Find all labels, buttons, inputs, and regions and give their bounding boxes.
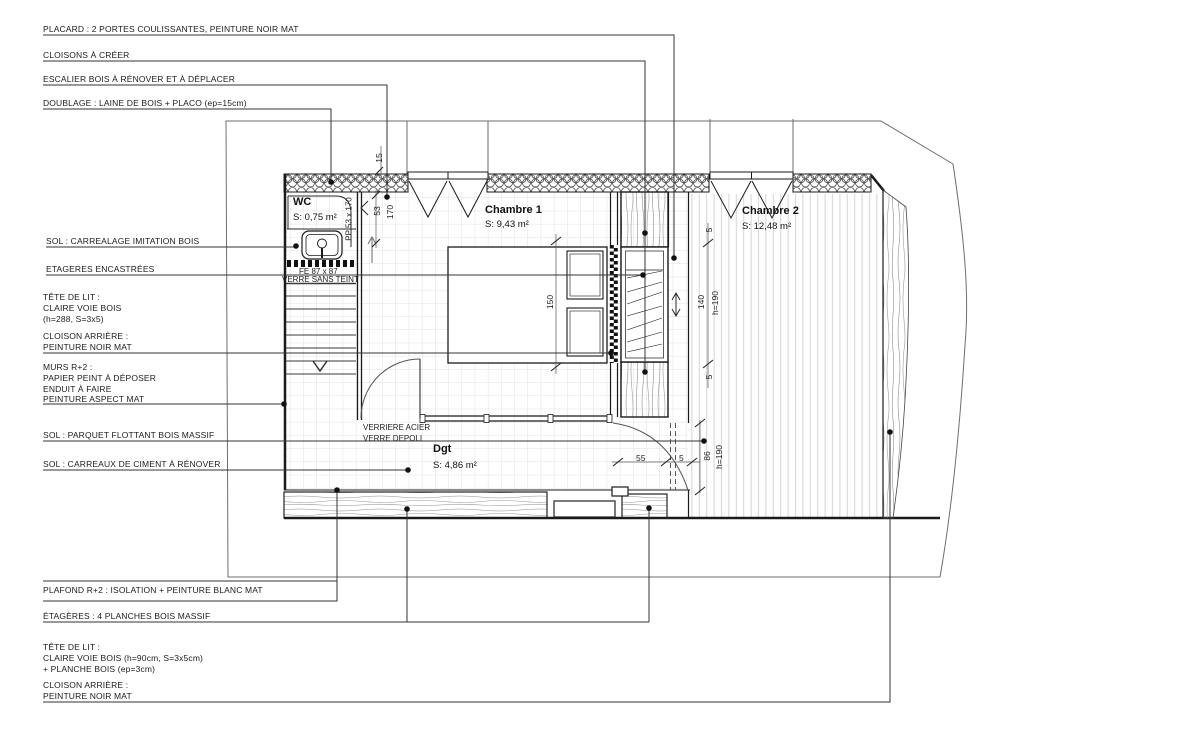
leader-dots [281,179,893,512]
dimension-lines [375,146,709,493]
room-area-dgt: S: 4,86 m² [433,460,477,471]
annotation-plafond: PLAFOND R+2 : ISOLATION + PEINTURE BLANC… [43,585,263,595]
window-1 [407,171,489,219]
room-title-wc: WC [293,196,312,208]
hall-up-arrow-icon [367,235,377,263]
annotation-sol-carrelage: SOL : CARREALAGE IMITATION BOIS [46,236,200,246]
dim-ch2-5a: 5 [704,227,714,233]
room-title-dgt: Dgt [433,443,452,455]
stair-down-arrow-icon [312,360,328,373]
annotation-murs-r2: ENDUIT À FAIRE [43,384,112,394]
annotation-murs-r2: PAPIER PEINT À DÉPOSER [43,373,157,383]
annotation-cloisons: CLOISONS À CRÉER [43,50,130,60]
dim-lit1-150: 150 [545,294,555,310]
annotation-etageres-planches: ÉTAGÈRES : 4 PLANCHES BOIS MASSIF [43,611,211,621]
annotation-escalier: ESCALIER BOIS À RÉNOVER ET À DÉPLACER [43,74,235,84]
stair-treads [286,282,356,375]
dimension-ticks [371,166,714,496]
dim-porte-170: 170 [385,204,395,220]
window-2 [709,171,794,220]
label-verriere-acier: VERRIERE ACIER [363,423,431,432]
dim-doublage-15: 15 [374,153,384,163]
annotation-murs-r2: MURS R+2 : [43,362,93,372]
annotation-cloison-arriere-2: CLOISON ARRIÈRE : [43,680,129,690]
dim-ch2-5b: 5 [704,374,714,380]
annotation-cloison-arriere-2: PEINTURE NOIR MAT [43,691,132,701]
annotation-tete-de-lit-2: + PLANCHE BOIS (ep=3cm) [43,664,156,674]
structural-walls [283,174,940,520]
annotation-cloison-arriere-1: PEINTURE NOIR MAT [43,342,132,352]
annotation-murs-r2: PEINTURE ASPECT MAT [43,394,145,404]
room-area-chambre2: S: 12,48 m² [742,221,792,232]
dim-ch2-140: 140 [696,294,706,310]
door-arc-chambre2 [611,422,689,497]
headboard-strip-chambre1 [609,245,618,363]
annotation-tete-de-lit-1: (h=288, S=3x5) [43,314,104,324]
room-title-chambre1: Chambre 1 [485,204,542,216]
annotation-cloison-arriere-1: CLOISON ARRIÈRE : [43,331,129,341]
annotation-etageres-encastrees: ETAGERES ENCASTRÉES [46,264,155,274]
annotation-doublage: DOUBLAGE : LAINE DE BOIS + PLACO (ep=15c… [43,98,247,108]
door-arc-chambre1 [360,358,421,419]
room-area-wc: S: 0,75 m² [293,212,337,223]
sliding-door-arrow-icon [671,291,681,318]
dim-porte2-55: 55 [636,453,646,463]
insulated-wall-top [283,173,872,193]
wc-room [287,195,356,247]
door-swing-chevron-icon [360,200,369,216]
label-porte-wc: PP 53 x 170 [344,197,354,241]
dim-porte-53: 53 [372,206,382,216]
annotation-sol-parquet: SOL : PARQUET FLOTTANT BOIS MASSIF [43,430,215,440]
dim-ch2-h190: h=190 [710,291,720,315]
room-title-chambre2: Chambre 2 [742,205,799,217]
right-curved-wall [882,189,909,519]
dim-porte2-86: 86 [702,451,712,461]
outer-boundary [225,119,968,578]
floor-parquet-chambre2 [690,194,883,519]
verriere-partition [419,414,613,423]
bed-chambre1 [447,246,608,364]
annotation-sol-carreaux: SOL : CARREAUX DE CIMENT À RÉNOVER [43,459,221,469]
annotation-tete-de-lit-2: TÊTE DE LIT : [43,642,101,652]
wc-sink [301,230,343,260]
annotation-placard: PLACARD : 2 PORTES COULISSANTES, PEINTUR… [43,24,299,34]
annotation-tete-de-lit-1: TÊTE DE LIT : [43,292,101,302]
leader-lines [43,34,891,703]
label-fenetre-wc: FE 87 x 87 [299,267,338,276]
label-verre-depoli: VERRE DEPOLI [363,434,423,443]
label-verre-sans-teint: VERRE SANS TEINT [282,275,359,284]
dim-porte2-h190: h=190 [714,445,724,469]
room-area-chambre1: S: 9,43 m² [485,219,529,230]
shelf-band [283,491,668,519]
annotation-tete-de-lit-2: CLAIRE VOIE BOIS (h=90cm, S=3x5cm) [43,653,204,663]
dim-porte2-5: 5 [679,453,684,463]
annotation-tete-de-lit-1: CLAIRE VOIE BOIS [43,303,122,313]
